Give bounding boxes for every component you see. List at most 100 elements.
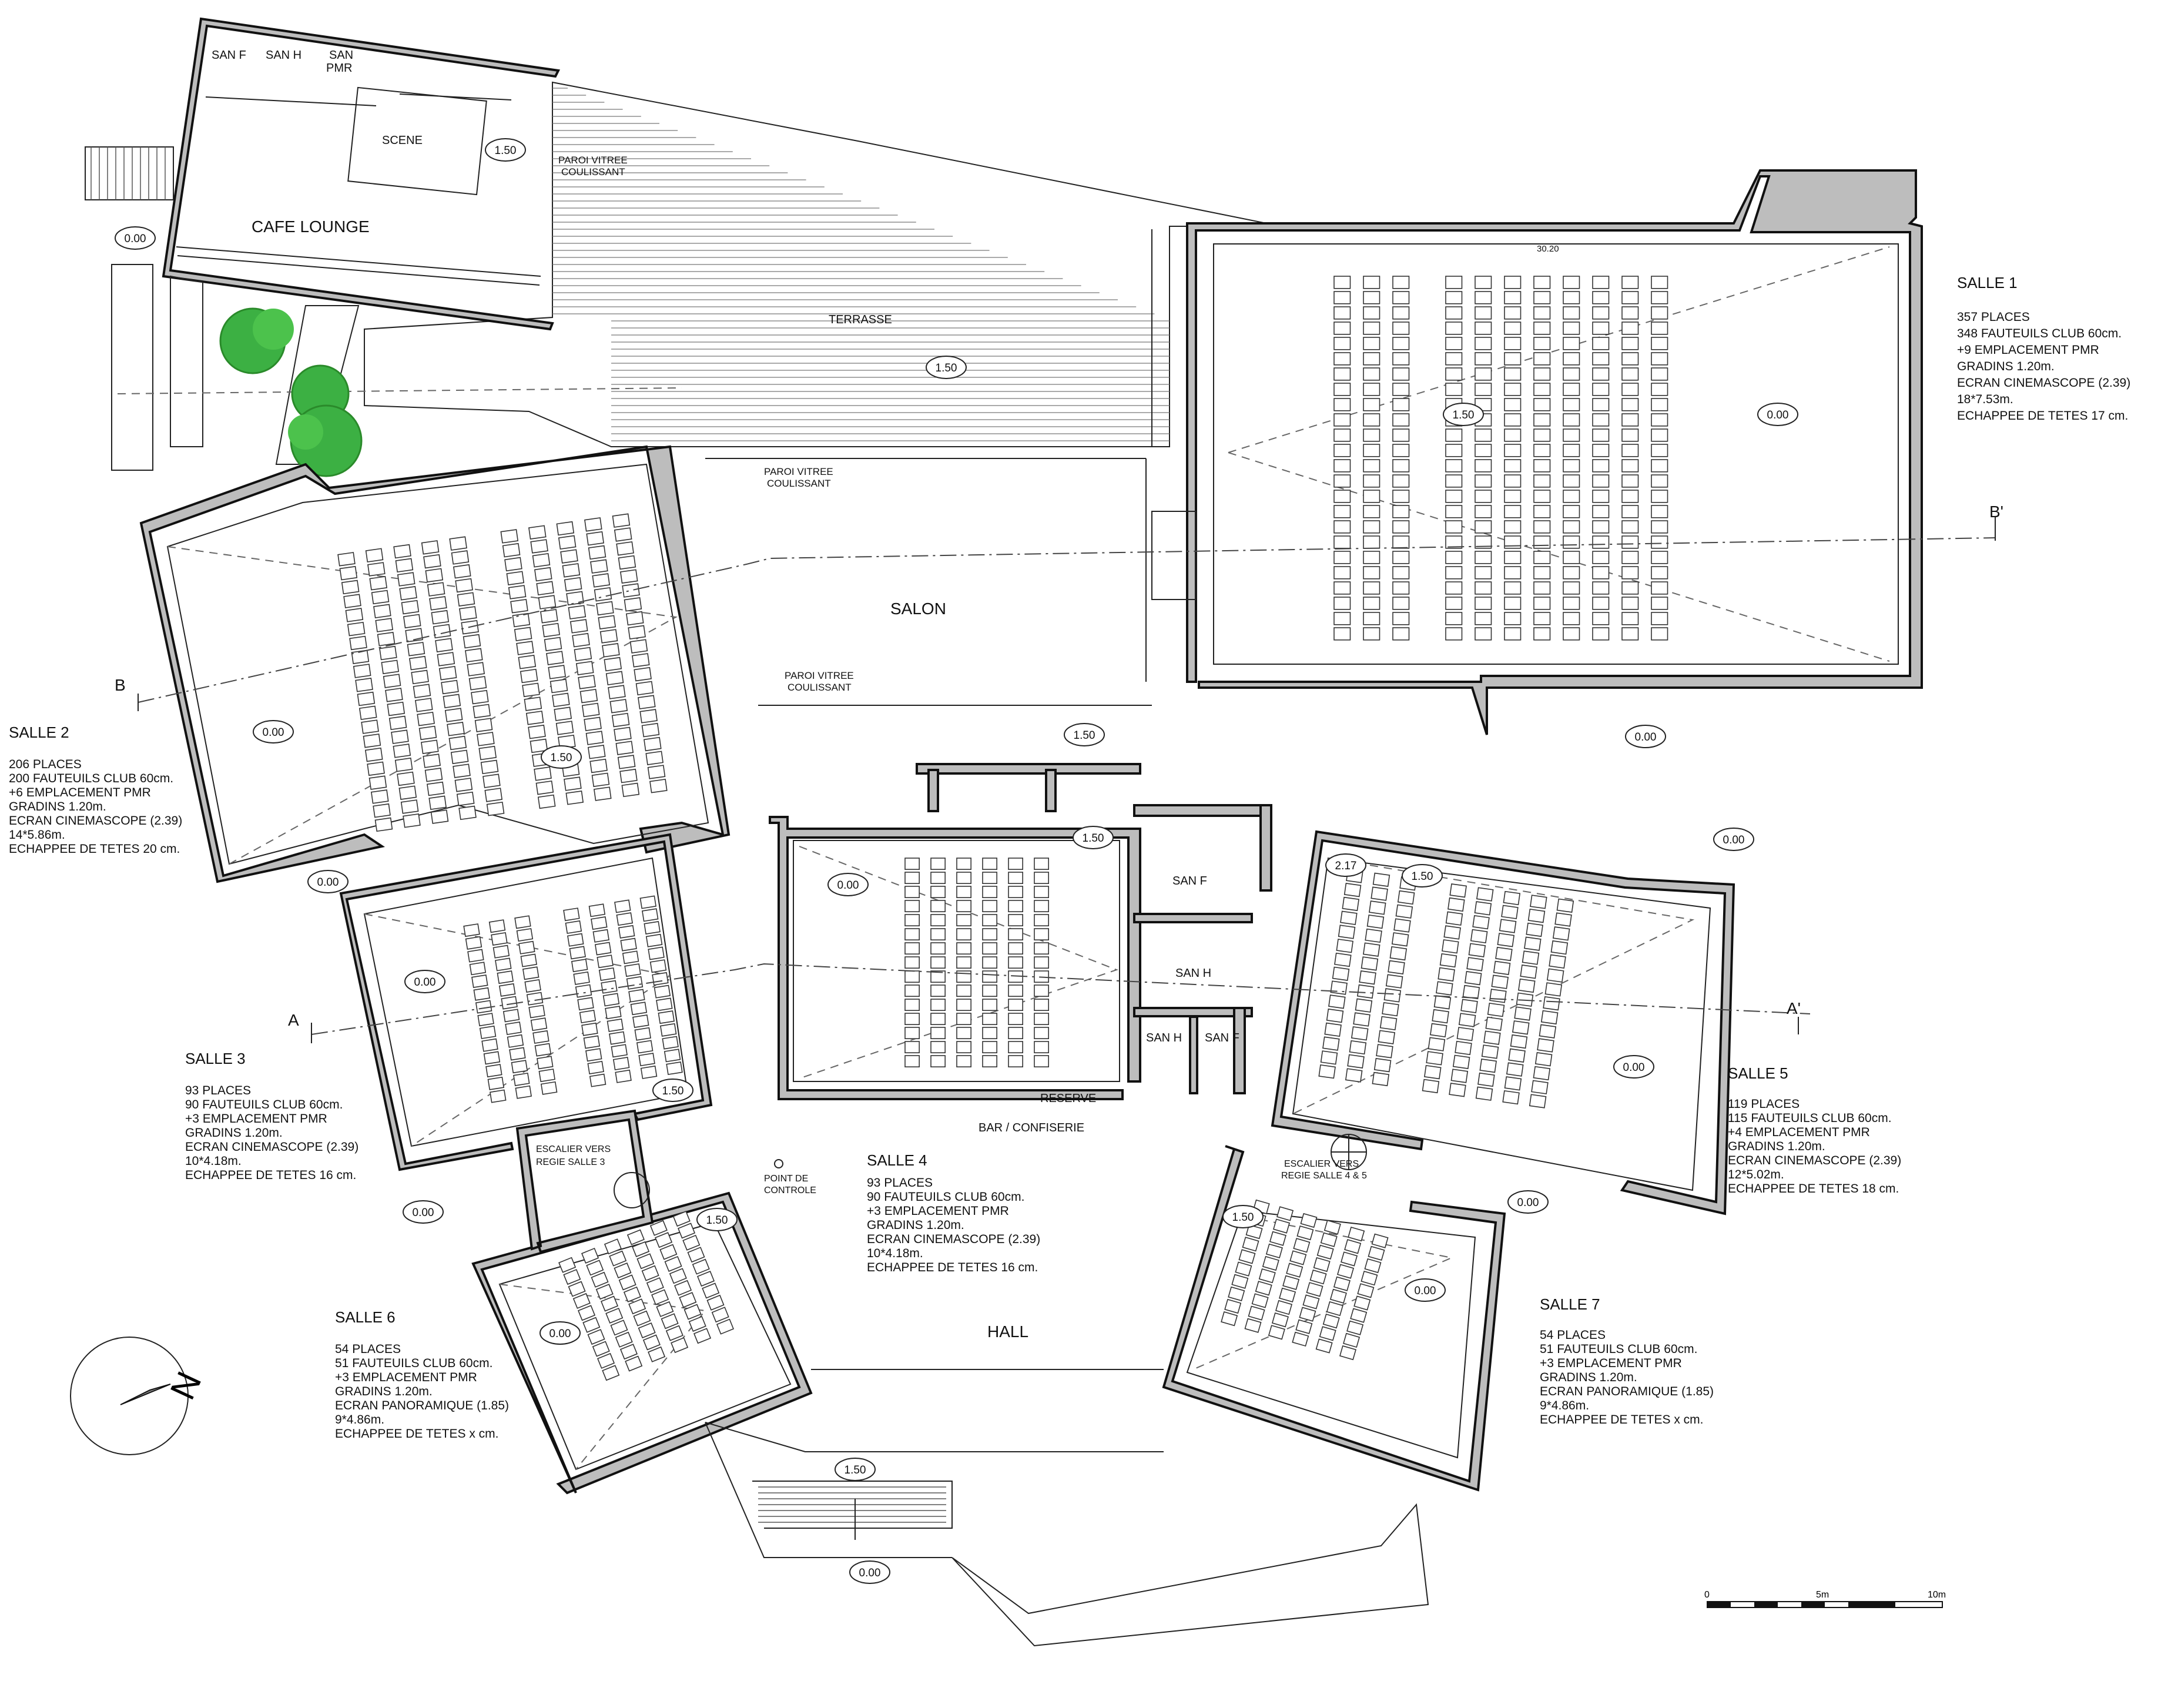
seat — [702, 1282, 720, 1299]
seat — [636, 1253, 655, 1270]
seat — [1592, 306, 1610, 320]
seat — [930, 900, 946, 913]
seat — [530, 1017, 548, 1032]
seat — [655, 1232, 673, 1248]
info-line: GRADINS 1.20m. — [867, 1218, 964, 1232]
seat — [526, 992, 544, 1006]
label-dim-3020: 30.20 — [1537, 244, 1559, 254]
info-line: 51 FAUTEUILS CLUB 60cm. — [1540, 1342, 1697, 1356]
seat — [1592, 383, 1610, 396]
seat — [1592, 398, 1610, 411]
seat — [549, 678, 568, 694]
seat — [1563, 597, 1580, 610]
seat — [1445, 505, 1463, 518]
seat — [648, 1346, 666, 1362]
info-line: ECHAPPEE DE TETES 17 cm. — [1957, 409, 2128, 423]
seat — [589, 1073, 606, 1087]
north-label: N — [163, 1366, 209, 1406]
seat — [595, 1284, 614, 1300]
seat — [485, 1064, 502, 1078]
seat — [481, 1038, 498, 1052]
seat — [1550, 940, 1569, 955]
seat — [1621, 367, 1639, 381]
seat — [1592, 459, 1610, 473]
info-line: GRADINS 1.20m. — [335, 1385, 433, 1398]
info-line: +3 EMPLACEMENT PMR — [867, 1204, 1009, 1218]
seat — [1651, 459, 1668, 473]
seat — [598, 967, 616, 981]
seat — [602, 1365, 620, 1381]
level-marker: 0.00 — [115, 226, 156, 250]
svg-text:0.00: 0.00 — [1415, 1285, 1436, 1297]
label-point-controle-1: POINT DE — [764, 1174, 808, 1184]
seat — [1034, 1055, 1050, 1068]
seat — [1333, 291, 1351, 304]
seat — [1008, 1055, 1024, 1068]
seat — [453, 564, 471, 579]
seat — [1449, 883, 1467, 898]
label-terrasse: TERRASSE — [829, 313, 892, 326]
seat — [433, 624, 451, 639]
seat — [364, 747, 383, 762]
seat — [619, 1344, 638, 1360]
seat — [1504, 352, 1522, 366]
seat — [1392, 306, 1410, 320]
seat — [590, 559, 608, 574]
seat — [1475, 612, 1492, 625]
seat — [624, 963, 641, 977]
seat — [1382, 1002, 1399, 1017]
seat — [677, 1223, 696, 1239]
seat — [618, 555, 636, 570]
seat — [1363, 337, 1380, 350]
seat — [609, 1031, 626, 1045]
seat — [609, 1250, 627, 1267]
seat — [501, 996, 518, 1010]
info-line: ECHAPPEE DE TETES 20 cm. — [9, 842, 180, 856]
seat — [397, 572, 415, 587]
seat — [930, 928, 946, 941]
seat — [458, 805, 477, 820]
seat — [1296, 1225, 1314, 1241]
seat — [592, 929, 610, 943]
seat — [592, 573, 611, 588]
seat — [622, 950, 639, 964]
info-line: 93 PLACES — [867, 1176, 933, 1190]
seat — [1445, 597, 1463, 610]
seat — [528, 1004, 545, 1019]
seat — [1592, 428, 1610, 442]
seat — [478, 745, 497, 761]
seat — [357, 691, 376, 706]
seat — [1475, 597, 1492, 610]
seat — [1530, 895, 1547, 909]
seat — [1592, 352, 1610, 366]
seat — [1008, 1027, 1024, 1040]
salle-6 — [471, 1191, 813, 1495]
seat — [1445, 911, 1463, 926]
seat — [630, 1002, 648, 1016]
seat — [427, 781, 445, 796]
seat — [457, 592, 475, 607]
seat — [1392, 459, 1410, 473]
seat — [1475, 535, 1492, 549]
seat — [628, 989, 645, 1003]
seat — [1333, 490, 1351, 503]
seat — [530, 539, 548, 554]
seat — [1363, 520, 1380, 534]
label-reserve: RESERVE — [1040, 1092, 1096, 1105]
seat — [1533, 612, 1551, 625]
info-line: ECHAPPEE DE TETES 18 cm. — [1728, 1182, 1899, 1195]
seat — [387, 701, 406, 716]
seat — [488, 919, 506, 933]
svg-text:1.50: 1.50 — [845, 1464, 866, 1476]
seat — [664, 1255, 682, 1272]
seat — [956, 872, 972, 885]
svg-text:0.00: 0.00 — [317, 876, 339, 889]
seat — [479, 1025, 497, 1039]
info-salle-4: SALLE 4 93 PLACES 90 FAUTEUILS CLUB 60cm… — [867, 1151, 1040, 1274]
seat — [1506, 1062, 1524, 1077]
seat — [671, 1337, 689, 1354]
seat — [1537, 1038, 1554, 1053]
seat — [982, 956, 998, 969]
seat — [1371, 1233, 1389, 1248]
